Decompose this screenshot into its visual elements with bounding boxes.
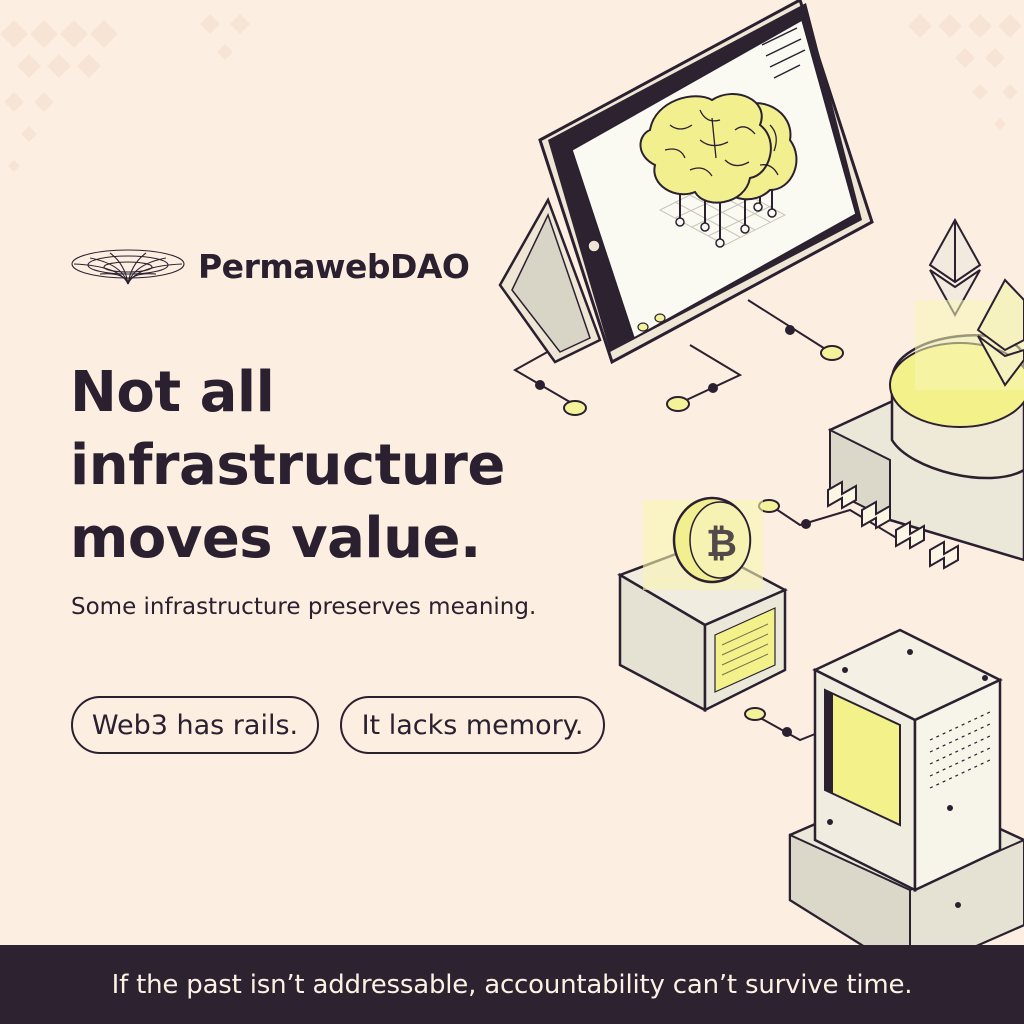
headline-line-1: Not all: [70, 360, 275, 425]
bitcoin-coin-box-icon: ₿: [617, 496, 788, 713]
headline-line-2: infrastructure: [70, 433, 505, 498]
chip-pedestal-icon: [827, 278, 1024, 570]
brand: PermawebDAO: [70, 244, 470, 288]
pill-it-lacks-memory: It lacks memory.: [340, 696, 605, 754]
svg-text:₿: ₿: [706, 521, 737, 565]
server-tower-icon: [788, 628, 1024, 977]
brand-name: PermawebDAO: [198, 246, 470, 286]
subheadline: Some infrastructure preserves meaning.: [71, 594, 537, 620]
pill-web3-has-rails: Web3 has rails.: [71, 696, 319, 754]
headline: Not all infrastructure moves value.: [70, 356, 530, 575]
wormhole-grid-icon: [71, 249, 185, 285]
headline-line-3: moves value.: [70, 506, 481, 571]
footer-text: If the past isn’t addressable, accountab…: [111, 969, 913, 1000]
tablet-brain-icon: [498, 0, 874, 365]
footer-banner: If the past isn’t addressable, accountab…: [0, 945, 1024, 1024]
